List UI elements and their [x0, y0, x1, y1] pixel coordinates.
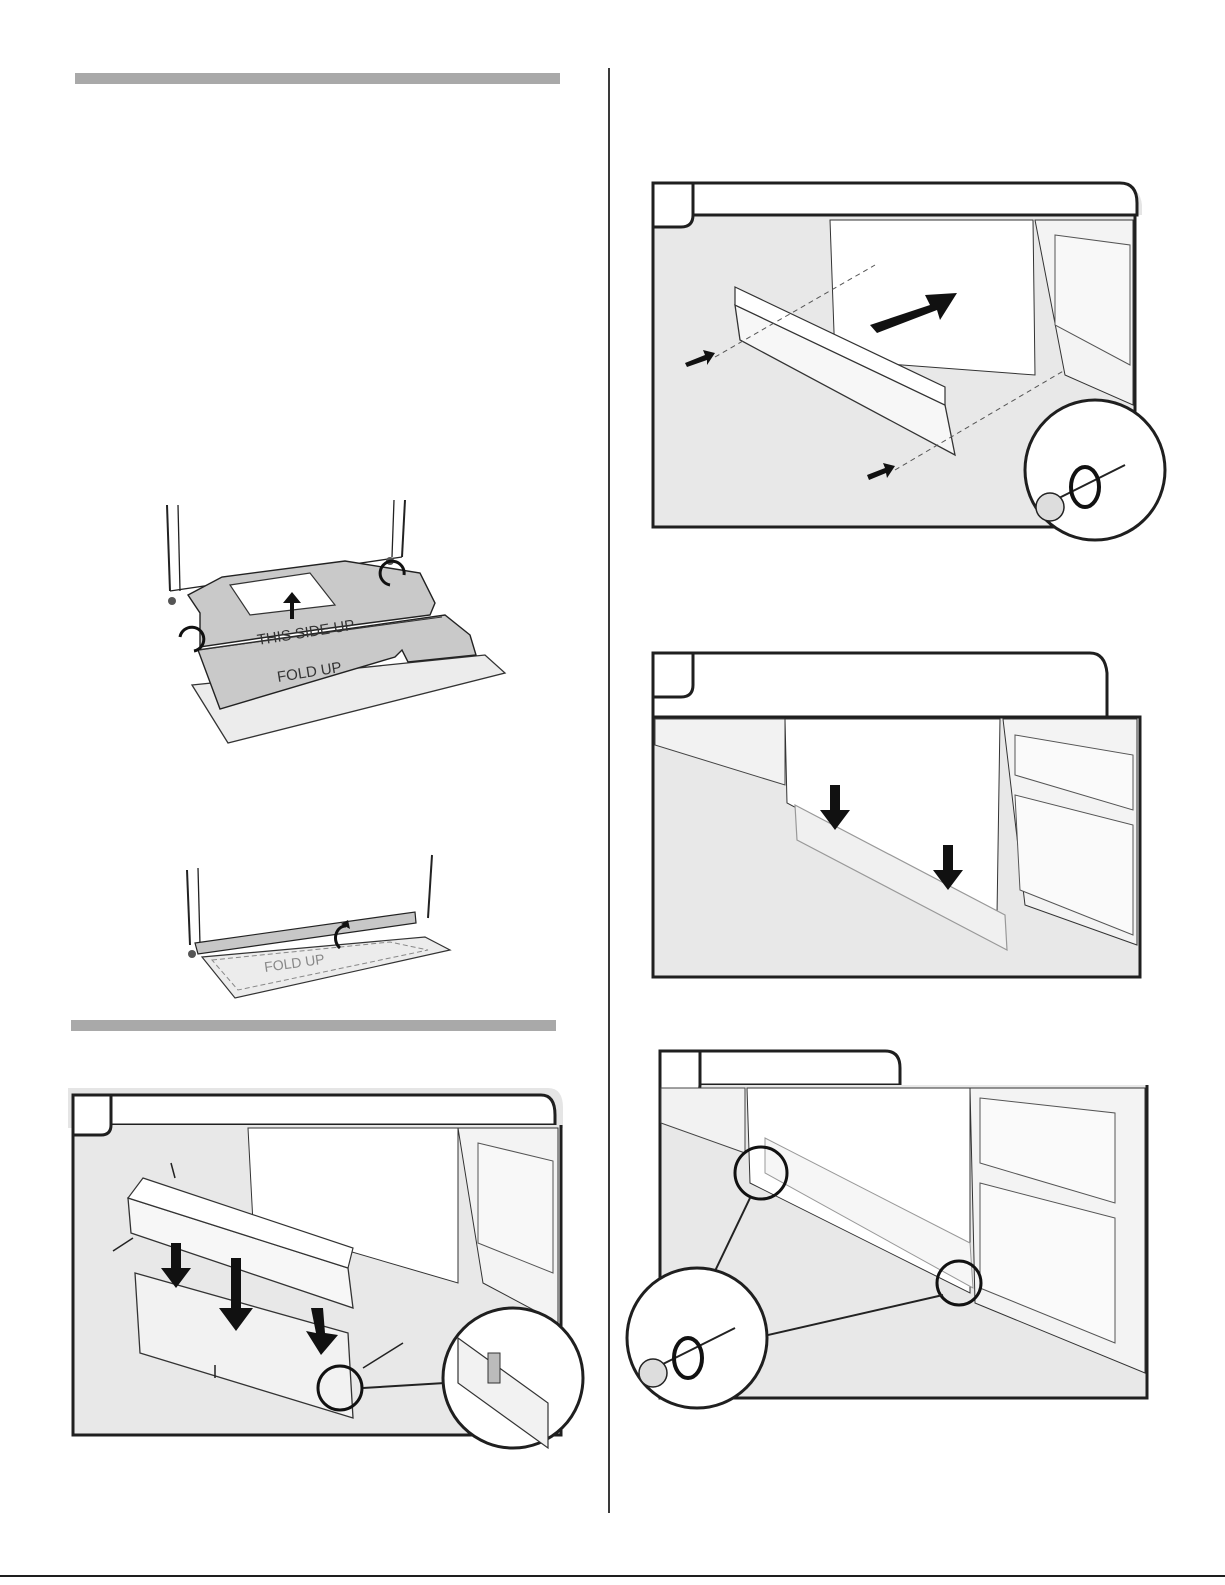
- section-header-bar-top: [75, 73, 560, 84]
- step-panel-attach-bracket: [645, 175, 1175, 545]
- step-panel-final-screws: [625, 1043, 1155, 1423]
- step-panel-lower-panel: [645, 645, 1155, 985]
- section-header-bar-bottom: [71, 1020, 556, 1031]
- fold-tabs-illustration: THIS SIDE UP FOLD UP: [140, 495, 520, 750]
- column-divider: [608, 68, 610, 1513]
- step-panel-assembly: [63, 1083, 593, 1453]
- footer-rule: [0, 1575, 1225, 1577]
- fold-up-illustration: FOLD UP: [160, 850, 460, 1010]
